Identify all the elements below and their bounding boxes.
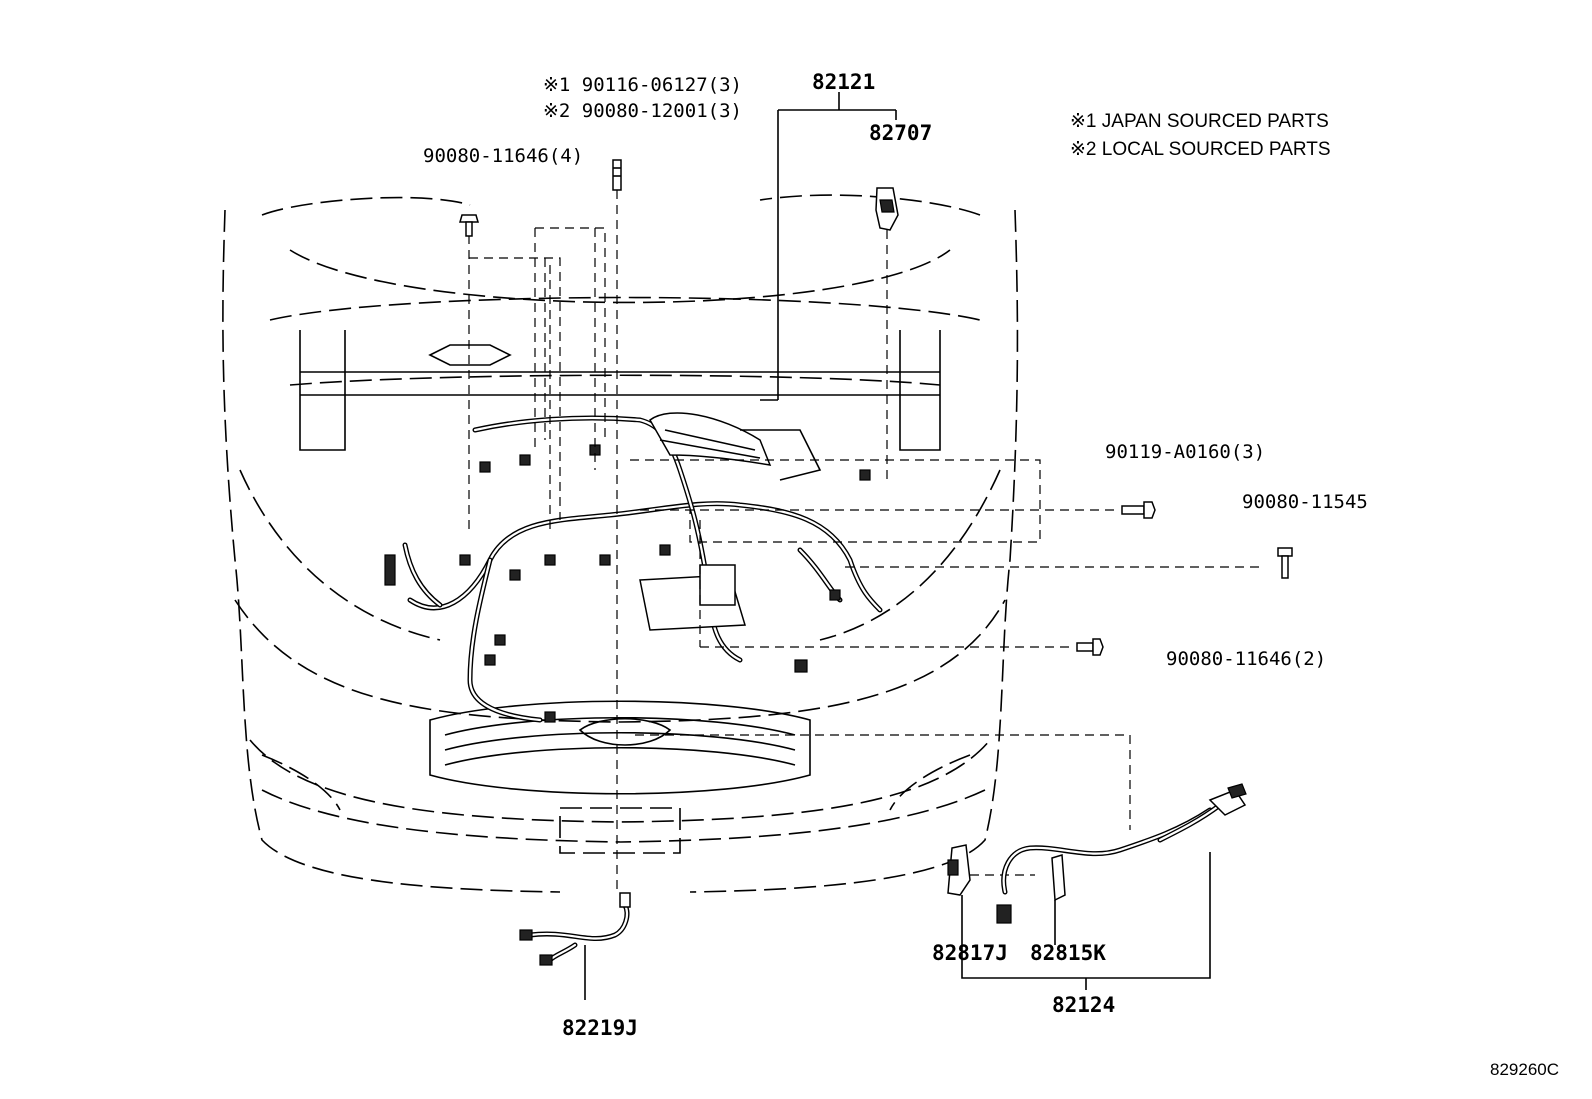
source-notes: ※1 JAPAN SOURCED PARTS ※2 LOCAL SOURCED … bbox=[1070, 111, 1331, 160]
label-82707: 82707 bbox=[869, 121, 932, 145]
label-clip-right: 90080-11545 bbox=[1242, 491, 1368, 513]
leader-lines bbox=[468, 92, 1265, 890]
note-local-sourced: ※2 LOCAL SOURCED PARTS bbox=[1070, 139, 1331, 160]
bolt-right-upper-icon bbox=[1121, 501, 1156, 519]
clip-right-lower-icon bbox=[1076, 638, 1104, 656]
clip-right-icon bbox=[1277, 547, 1293, 579]
label-82817j: 82817J bbox=[932, 941, 1008, 965]
stud-bolt-icon bbox=[612, 159, 622, 191]
label-82815k: 82815K bbox=[1030, 941, 1106, 965]
label-bolt-right-upper: 90119-A0160(3) bbox=[1105, 441, 1265, 463]
sub-harness-82124-icon bbox=[947, 783, 1247, 990]
label-clip-right-lower: 90080-11646(2) bbox=[1166, 648, 1326, 670]
diagram-code: 829260C bbox=[1490, 1060, 1559, 1079]
engine-room-harness bbox=[384, 412, 883, 723]
label-bolt-local: ※2 90080-12001(3) bbox=[543, 100, 742, 122]
label-82219j: 82219J bbox=[562, 1016, 638, 1040]
note-japan-sourced: ※1 JAPAN SOURCED PARTS bbox=[1070, 111, 1329, 132]
part-labels: ※1 90116-06127(3) ※2 90080-12001(3) 9008… bbox=[423, 70, 1368, 1040]
clip-left-icon bbox=[459, 214, 479, 237]
label-82124: 82124 bbox=[1052, 993, 1115, 1017]
fasteners bbox=[459, 159, 1293, 656]
label-clip-left: 90080-11646(4) bbox=[423, 145, 583, 167]
vehicle-body-outline bbox=[222, 194, 1019, 893]
label-82121: 82121 bbox=[812, 70, 875, 94]
connector-82707-icon bbox=[875, 187, 899, 231]
label-bolt-japan: ※1 90116-06127(3) bbox=[543, 74, 742, 96]
wire-82219j-icon bbox=[519, 892, 631, 1000]
